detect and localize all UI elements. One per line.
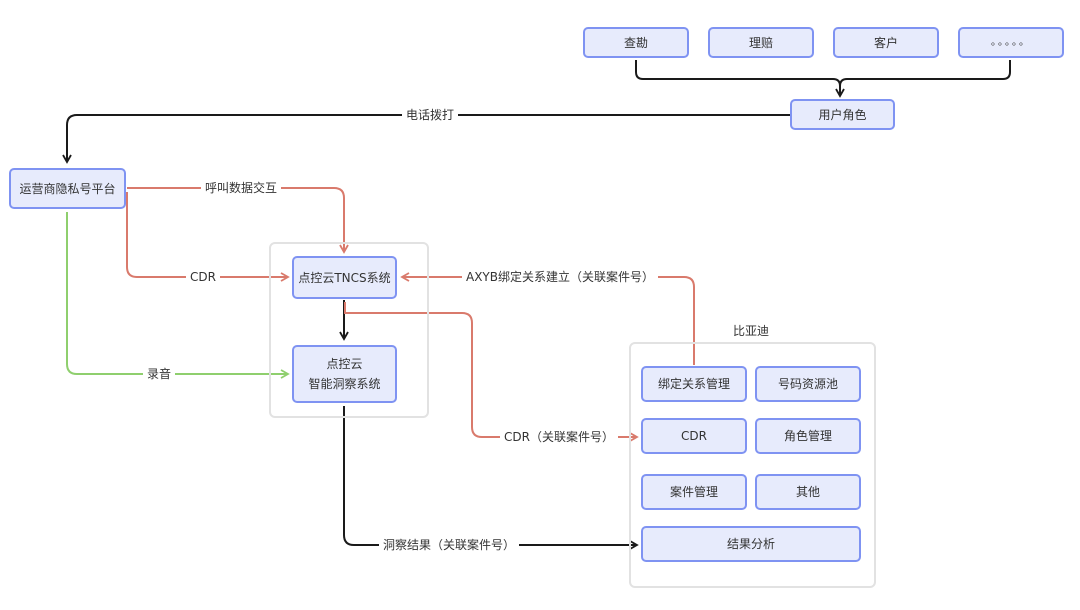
- edge-cdr-case: [344, 302, 639, 442]
- byd-module-result-analysis[interactable]: 结果分析: [641, 526, 861, 562]
- role-node-more[interactable]: 。。。。。: [958, 27, 1064, 58]
- edge-axyb-binding: [400, 272, 695, 365]
- byd-module-cdr[interactable]: CDR: [641, 418, 747, 454]
- byd-module-other[interactable]: 其他: [755, 474, 861, 510]
- byd-module-binding[interactable]: 绑定关系管理: [641, 366, 747, 402]
- operator-platform-node[interactable]: 运营商隐私号平台: [9, 168, 126, 209]
- tncs-node[interactable]: 点控云TNCS系统: [292, 256, 397, 299]
- insight-node-line1: 点控云: [326, 357, 363, 371]
- edge-roles-merge-left: [635, 60, 841, 87]
- edge-label-call-data: 呼叫数据交互: [201, 180, 282, 196]
- edge-label-axyb-binding: AXYB绑定关系建立（关联案件号）: [462, 269, 658, 285]
- edge-call-data: [127, 187, 349, 254]
- role-node-claims[interactable]: 理赔: [708, 27, 814, 58]
- edge-phone-call: [62, 114, 790, 164]
- edge-label-recording: 录音: [143, 366, 176, 382]
- byd-module-case-mgmt[interactable]: 案件管理: [641, 474, 747, 510]
- insight-node[interactable]: 点控云 智能洞察系统: [292, 345, 397, 403]
- edge-label-phone-call: 电话拨打: [402, 107, 459, 123]
- edge-roles-merge-right: [835, 60, 1011, 98]
- byd-group-title: 比亚迪: [733, 324, 770, 338]
- byd-module-number-pool[interactable]: 号码资源池: [755, 366, 861, 402]
- insight-node-line2: 智能洞察系统: [308, 377, 381, 391]
- edge-recording: [66, 212, 290, 379]
- edge-label-cdr-case: CDR（关联案件号）: [500, 429, 618, 445]
- byd-module-role-mgmt[interactable]: 角色管理: [755, 418, 861, 454]
- edge-insight-result: [343, 406, 639, 550]
- edge-cdr: [126, 192, 290, 282]
- role-node-customer[interactable]: 客户: [833, 27, 939, 58]
- user-role-node[interactable]: 用户角色: [790, 99, 895, 130]
- edge-label-insight-result: 洞察结果（关联案件号）: [379, 537, 520, 553]
- edge-label-cdr: CDR: [186, 269, 220, 285]
- role-node-survey[interactable]: 查勘: [583, 27, 689, 58]
- byd-group: [629, 342, 876, 588]
- dianokongyun-group: [269, 242, 429, 418]
